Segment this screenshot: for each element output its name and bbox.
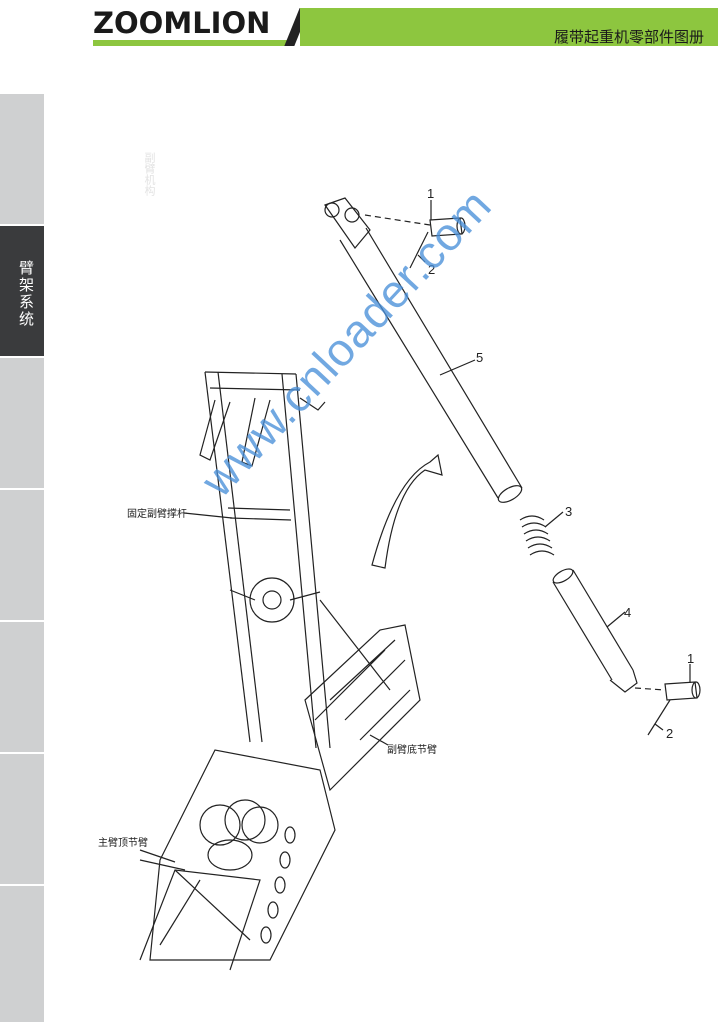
page-header: ZOOMLION 履带起重机零部件图册 (0, 0, 726, 60)
callout-2-top: 2 (428, 262, 435, 277)
sidebar-tab-boom-system[interactable]: 臂架系统 (0, 226, 44, 358)
faint-section-text: 副臂机构 (143, 152, 156, 196)
sidebar-tab-7[interactable] (0, 886, 44, 1024)
leader-main-top (139, 849, 176, 863)
leader-jib-base (369, 734, 389, 746)
sidebar-tab-label: 臂架系统 (17, 260, 35, 328)
callout-1-bottom: 1 (687, 651, 694, 666)
header-green-bar: 履带起重机零部件图册 (300, 8, 718, 46)
logo-underline (93, 40, 293, 46)
strut-cylinder-part-5 (324, 197, 523, 503)
callout-4: 4 (624, 605, 631, 620)
label-main-boom-top-section: 主臂顶节臂 (98, 836, 148, 849)
callout-5: 5 (476, 350, 483, 365)
sidebar-tab-5[interactable] (0, 622, 44, 754)
spring-part-3 (519, 515, 555, 556)
sidebar-tab-1[interactable] (0, 94, 44, 226)
callout-3: 3 (565, 504, 572, 519)
callout-1-top: 1 (427, 186, 434, 201)
sidebar-tab-3[interactable] (0, 358, 44, 490)
strut-frame (199, 371, 331, 749)
leader-3 (544, 511, 564, 528)
cotter-pin-part-2-bottom (647, 699, 671, 736)
callout-2-bottom: 2 (666, 726, 673, 741)
catalog-title: 履带起重机零部件图册 (553, 28, 704, 46)
main-boom-top-section (139, 749, 336, 971)
leader-2-bottom (654, 723, 664, 731)
leader-2-top (417, 254, 426, 263)
sidebar-tab-4[interactable] (0, 490, 44, 622)
zoomlion-logo: ZOOMLION (93, 6, 271, 40)
label-jib-base-section: 副臂底节臂 (387, 743, 437, 756)
pin-part-1-top (364, 214, 466, 237)
jib-base-section (304, 599, 421, 792)
pin-part-1-bottom (634, 681, 701, 701)
sidebar-tab-6[interactable] (0, 754, 44, 886)
leader-strut (183, 512, 233, 519)
cotter-pin-part-2-top (409, 231, 429, 269)
assembly-direction-arrow (371, 453, 443, 569)
rod-part-4 (552, 568, 638, 693)
leader-4 (606, 611, 626, 628)
label-fixed-jib-strut: 固定副臂撑杆 (127, 507, 187, 520)
leader-5 (439, 359, 476, 376)
